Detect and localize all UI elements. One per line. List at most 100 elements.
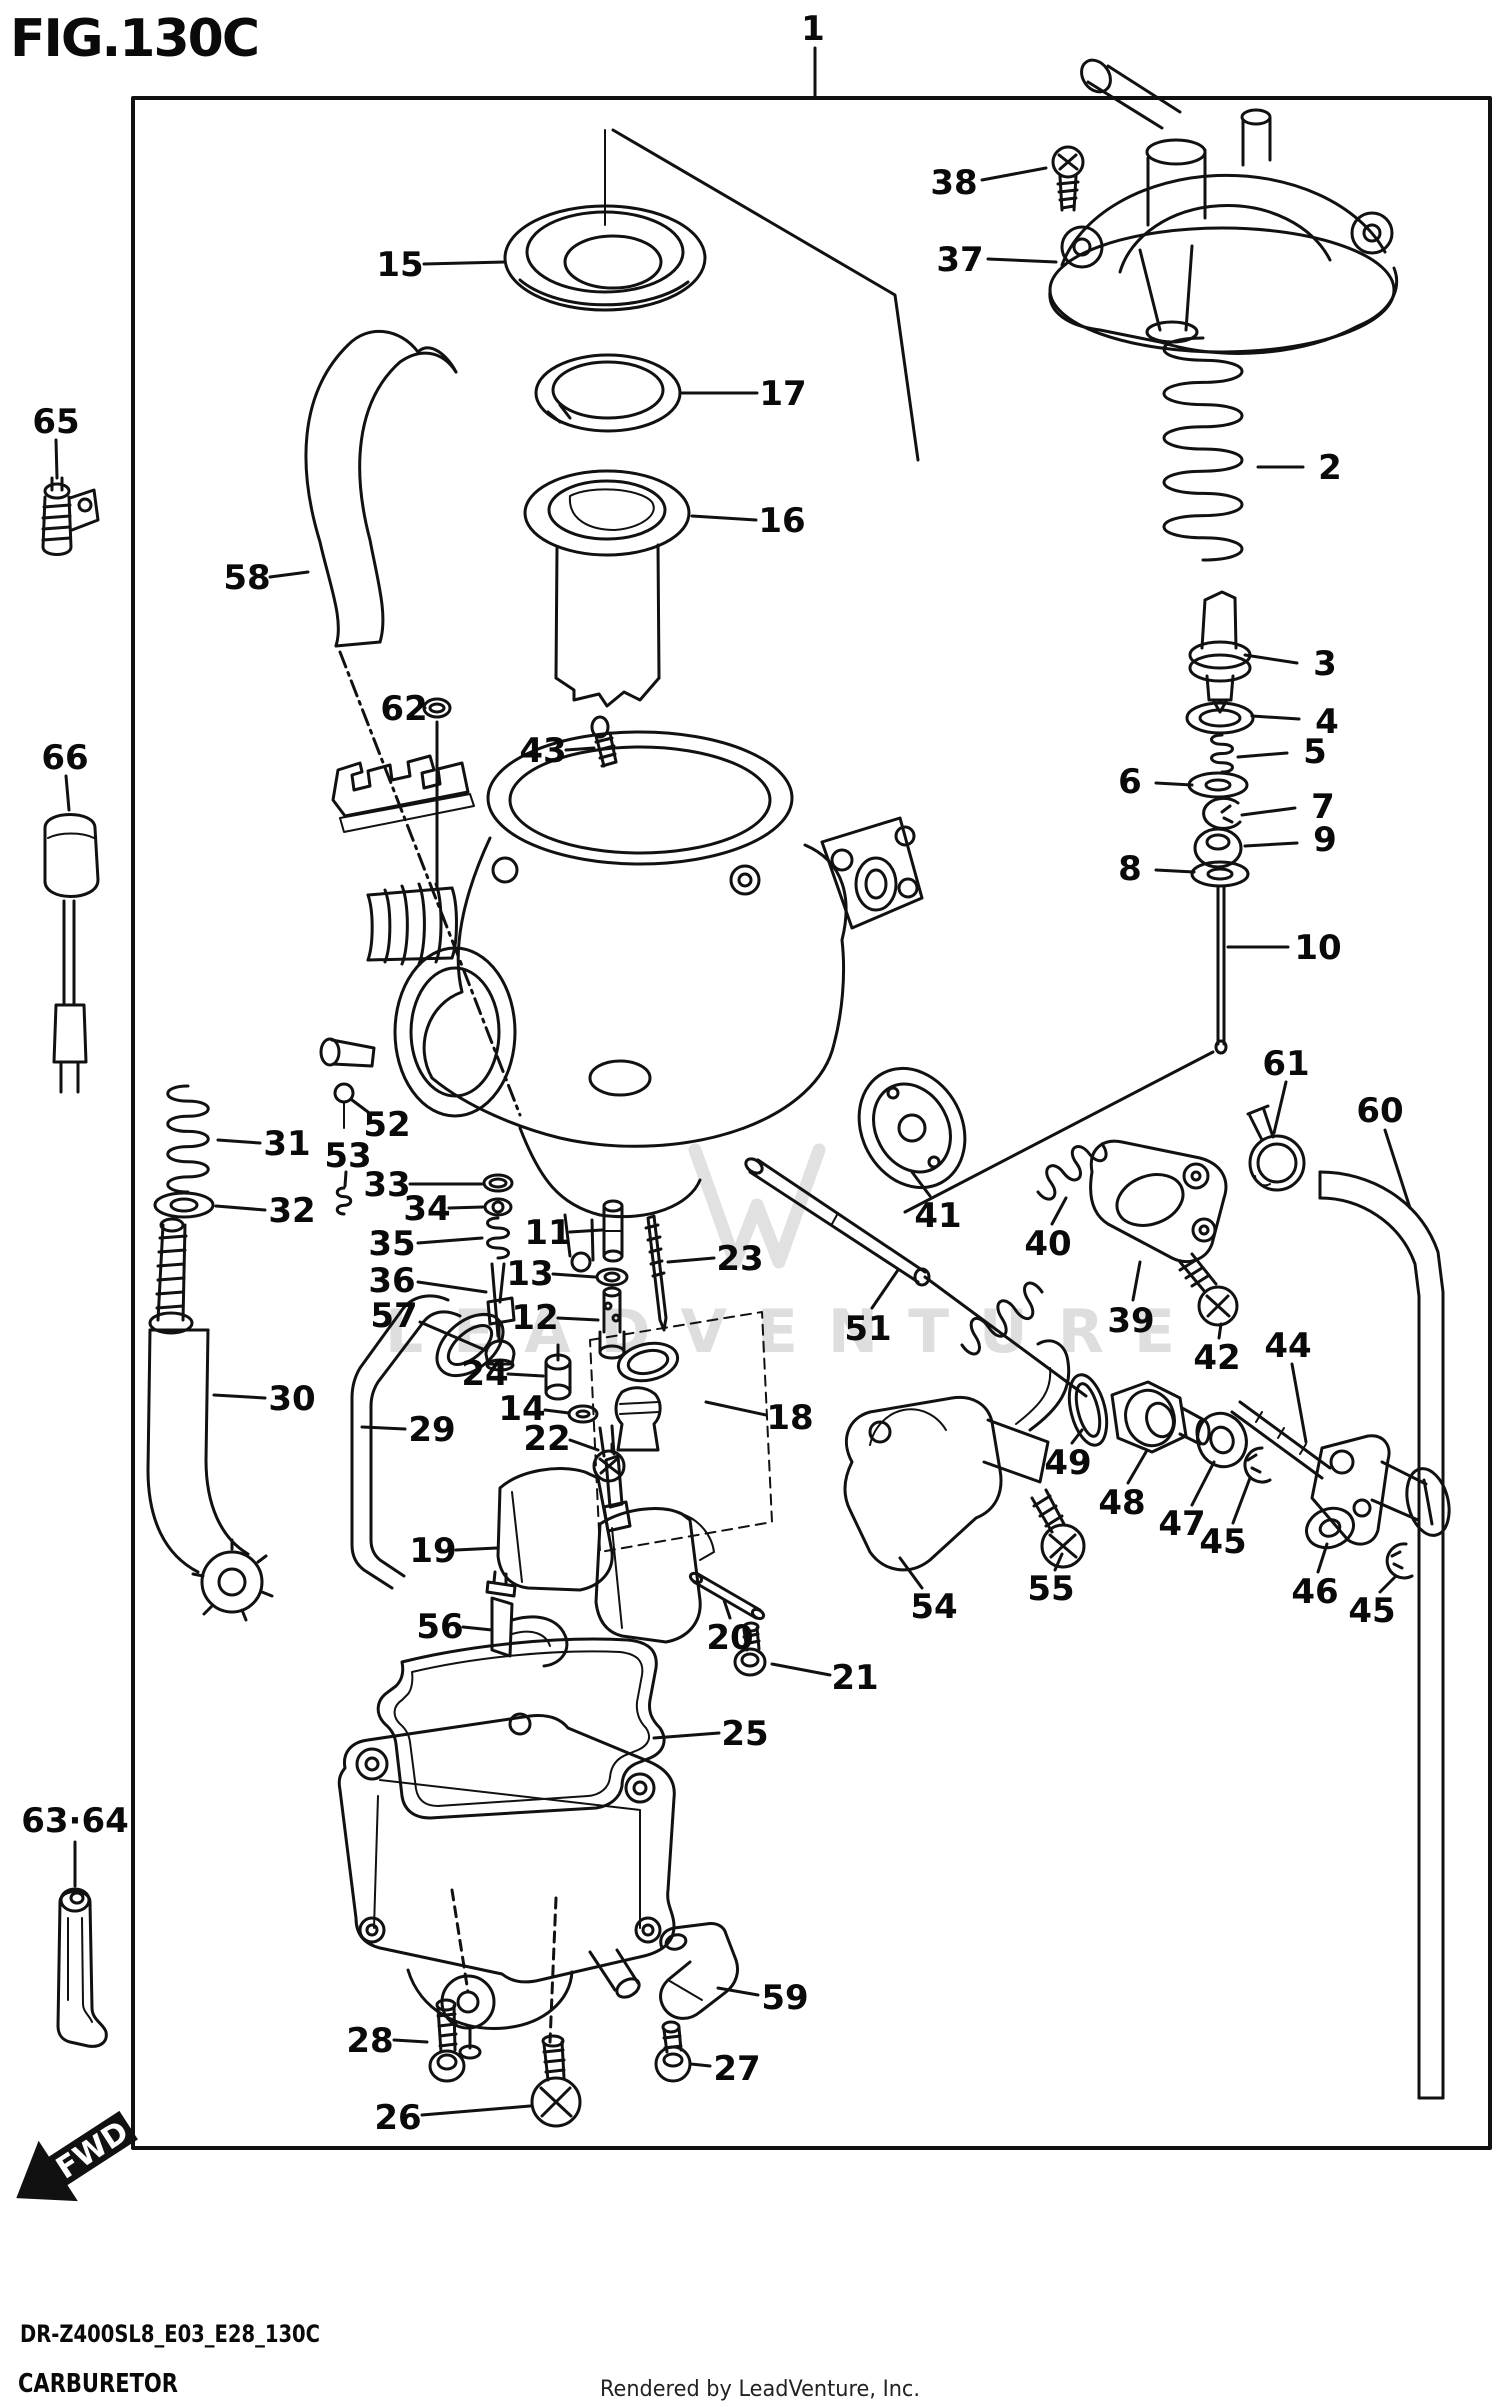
leader-line-47 — [1190, 1460, 1216, 1507]
callout-6: 6 — [1118, 762, 1142, 802]
leader-line-11 — [568, 1228, 604, 1234]
footer-figure-name: CARBURETOR — [18, 2369, 178, 2399]
leader-line-28 — [392, 2038, 429, 2044]
spring2-coil — [1162, 336, 1244, 562]
leader-line-8 — [1154, 868, 1196, 874]
spring50-coil — [960, 1281, 1044, 1356]
callout-12: 12 — [511, 1298, 558, 1338]
leader-line-4 — [1250, 714, 1301, 721]
callout-23: 23 — [716, 1239, 763, 1279]
spring-50-drawing — [960, 1281, 1044, 1356]
leader-line-49 — [1070, 1428, 1084, 1445]
leader-line-42 — [1217, 1322, 1223, 1340]
piston-slide-16-drawing — [523, 469, 691, 708]
callout-19: 19 — [409, 1531, 456, 1571]
leader-line-34 — [447, 1205, 485, 1210]
vent-hose-58-drawing — [304, 329, 458, 648]
callout-66: 66 — [41, 738, 88, 778]
leader-line-54 — [898, 1556, 924, 1590]
leader-line-25 — [652, 1731, 721, 1740]
leader-line-22 — [568, 1438, 600, 1452]
callout-48: 48 — [1098, 1483, 1145, 1523]
leader-line-60 — [1383, 1128, 1412, 1210]
washer-46-drawing — [1305, 1506, 1355, 1550]
floats-19-drawing — [496, 1467, 715, 1644]
screw-26-drawing — [530, 2034, 582, 2128]
callout-17: 17 — [759, 374, 806, 414]
callout-32: 32 — [268, 1191, 315, 1231]
callout-13: 13 — [506, 1254, 553, 1294]
callout-41: 41 — [914, 1196, 961, 1236]
figure-title: FIG.130C — [10, 9, 258, 69]
callout-61: 61 — [1262, 1044, 1309, 1084]
callout-11: 11 — [524, 1213, 571, 1253]
leader-line-13 — [551, 1272, 597, 1279]
callout-45: 45 — [1199, 1522, 1246, 1562]
spring-53-drawing — [335, 1186, 353, 1216]
float-66-drawing — [43, 813, 100, 1094]
callout-49: 49 — [1044, 1443, 1091, 1483]
needle-valve-stack-drawing — [1185, 590, 1255, 1055]
callout-22: 22 — [523, 1419, 570, 1459]
callout-9: 9 — [1313, 820, 1337, 860]
leader-line-59 — [716, 1986, 760, 1997]
leader-line-16 — [690, 514, 758, 522]
leader-line-45 — [1378, 1574, 1398, 1594]
callout-62: 62 — [380, 689, 427, 729]
callout-15: 15 — [376, 245, 423, 285]
bowl-gasket-25-drawing — [376, 1637, 666, 1820]
screw-28-drawing — [428, 1998, 466, 2083]
pilot-screw-spring-35-drawing — [486, 1216, 510, 1260]
screw-21-drawing — [733, 1621, 767, 1677]
cable-bracket-59-drawing — [659, 1922, 740, 2020]
leader-line-19 — [454, 1546, 499, 1552]
callout-55: 55 — [1027, 1569, 1074, 1609]
leader-line-57 — [418, 1320, 487, 1352]
hose-clamp-61-drawing — [1246, 1104, 1306, 1192]
callout-25: 25 — [721, 1714, 768, 1754]
watermark: LEADVENTURE — [385, 1143, 1175, 1367]
spring5-coil — [1210, 733, 1234, 774]
callout-40: 40 — [1024, 1224, 1071, 1264]
diaphragm-15-drawing — [503, 129, 707, 312]
leader-line-51 — [870, 1268, 900, 1310]
leader-line-40 — [1050, 1196, 1068, 1226]
leader-line-6 — [1154, 781, 1194, 787]
callout-54: 54 — [910, 1587, 957, 1627]
float-bowl-drawing — [337, 1712, 676, 2060]
footer-credit: Rendered by LeadVenture, Inc. — [600, 2377, 920, 2402]
callout-14: 14 — [498, 1389, 545, 1429]
callout-38: 38 — [930, 163, 977, 203]
spring35-coil — [486, 1216, 510, 1260]
leader-line-9 — [1243, 841, 1299, 848]
leader-line-61 — [1272, 1080, 1288, 1135]
o-ring-62-drawing — [422, 697, 452, 719]
leader-line-7 — [1240, 806, 1297, 817]
leader-line-24 — [506, 1372, 545, 1378]
leader-line-3 — [1243, 653, 1299, 665]
leader-line-12 — [556, 1316, 600, 1322]
leader-line-56 — [461, 1625, 494, 1632]
leader-line-44 — [1290, 1362, 1308, 1444]
callout-37: 37 — [936, 240, 983, 280]
drain-valve-65-drawing — [41, 476, 100, 556]
spring53-coil — [335, 1186, 353, 1216]
bracket-39-drawing — [1089, 1139, 1228, 1263]
callout-51: 51 — [844, 1309, 891, 1349]
plate-41-drawing — [857, 1066, 967, 1190]
diaphragm-spring-2-drawing — [1162, 336, 1244, 562]
leader-line-26 — [420, 2104, 532, 2117]
callout-59: 59 — [761, 1978, 808, 2018]
needle-valve-spring-5-drawing — [1210, 733, 1234, 774]
callout-21: 21 — [831, 1658, 878, 1698]
callout-1: 1 — [801, 9, 825, 49]
pilot-screw-set-drawing — [482, 1173, 516, 1372]
callout-34: 34 — [403, 1189, 450, 1229]
cover-screw-38-drawing — [1051, 145, 1085, 212]
callout-47: 47 — [1158, 1504, 1205, 1544]
fuel-hose-60-drawing — [1318, 1170, 1445, 2100]
leader-line-27 — [689, 2062, 712, 2068]
callout-58: 58 — [223, 558, 270, 598]
